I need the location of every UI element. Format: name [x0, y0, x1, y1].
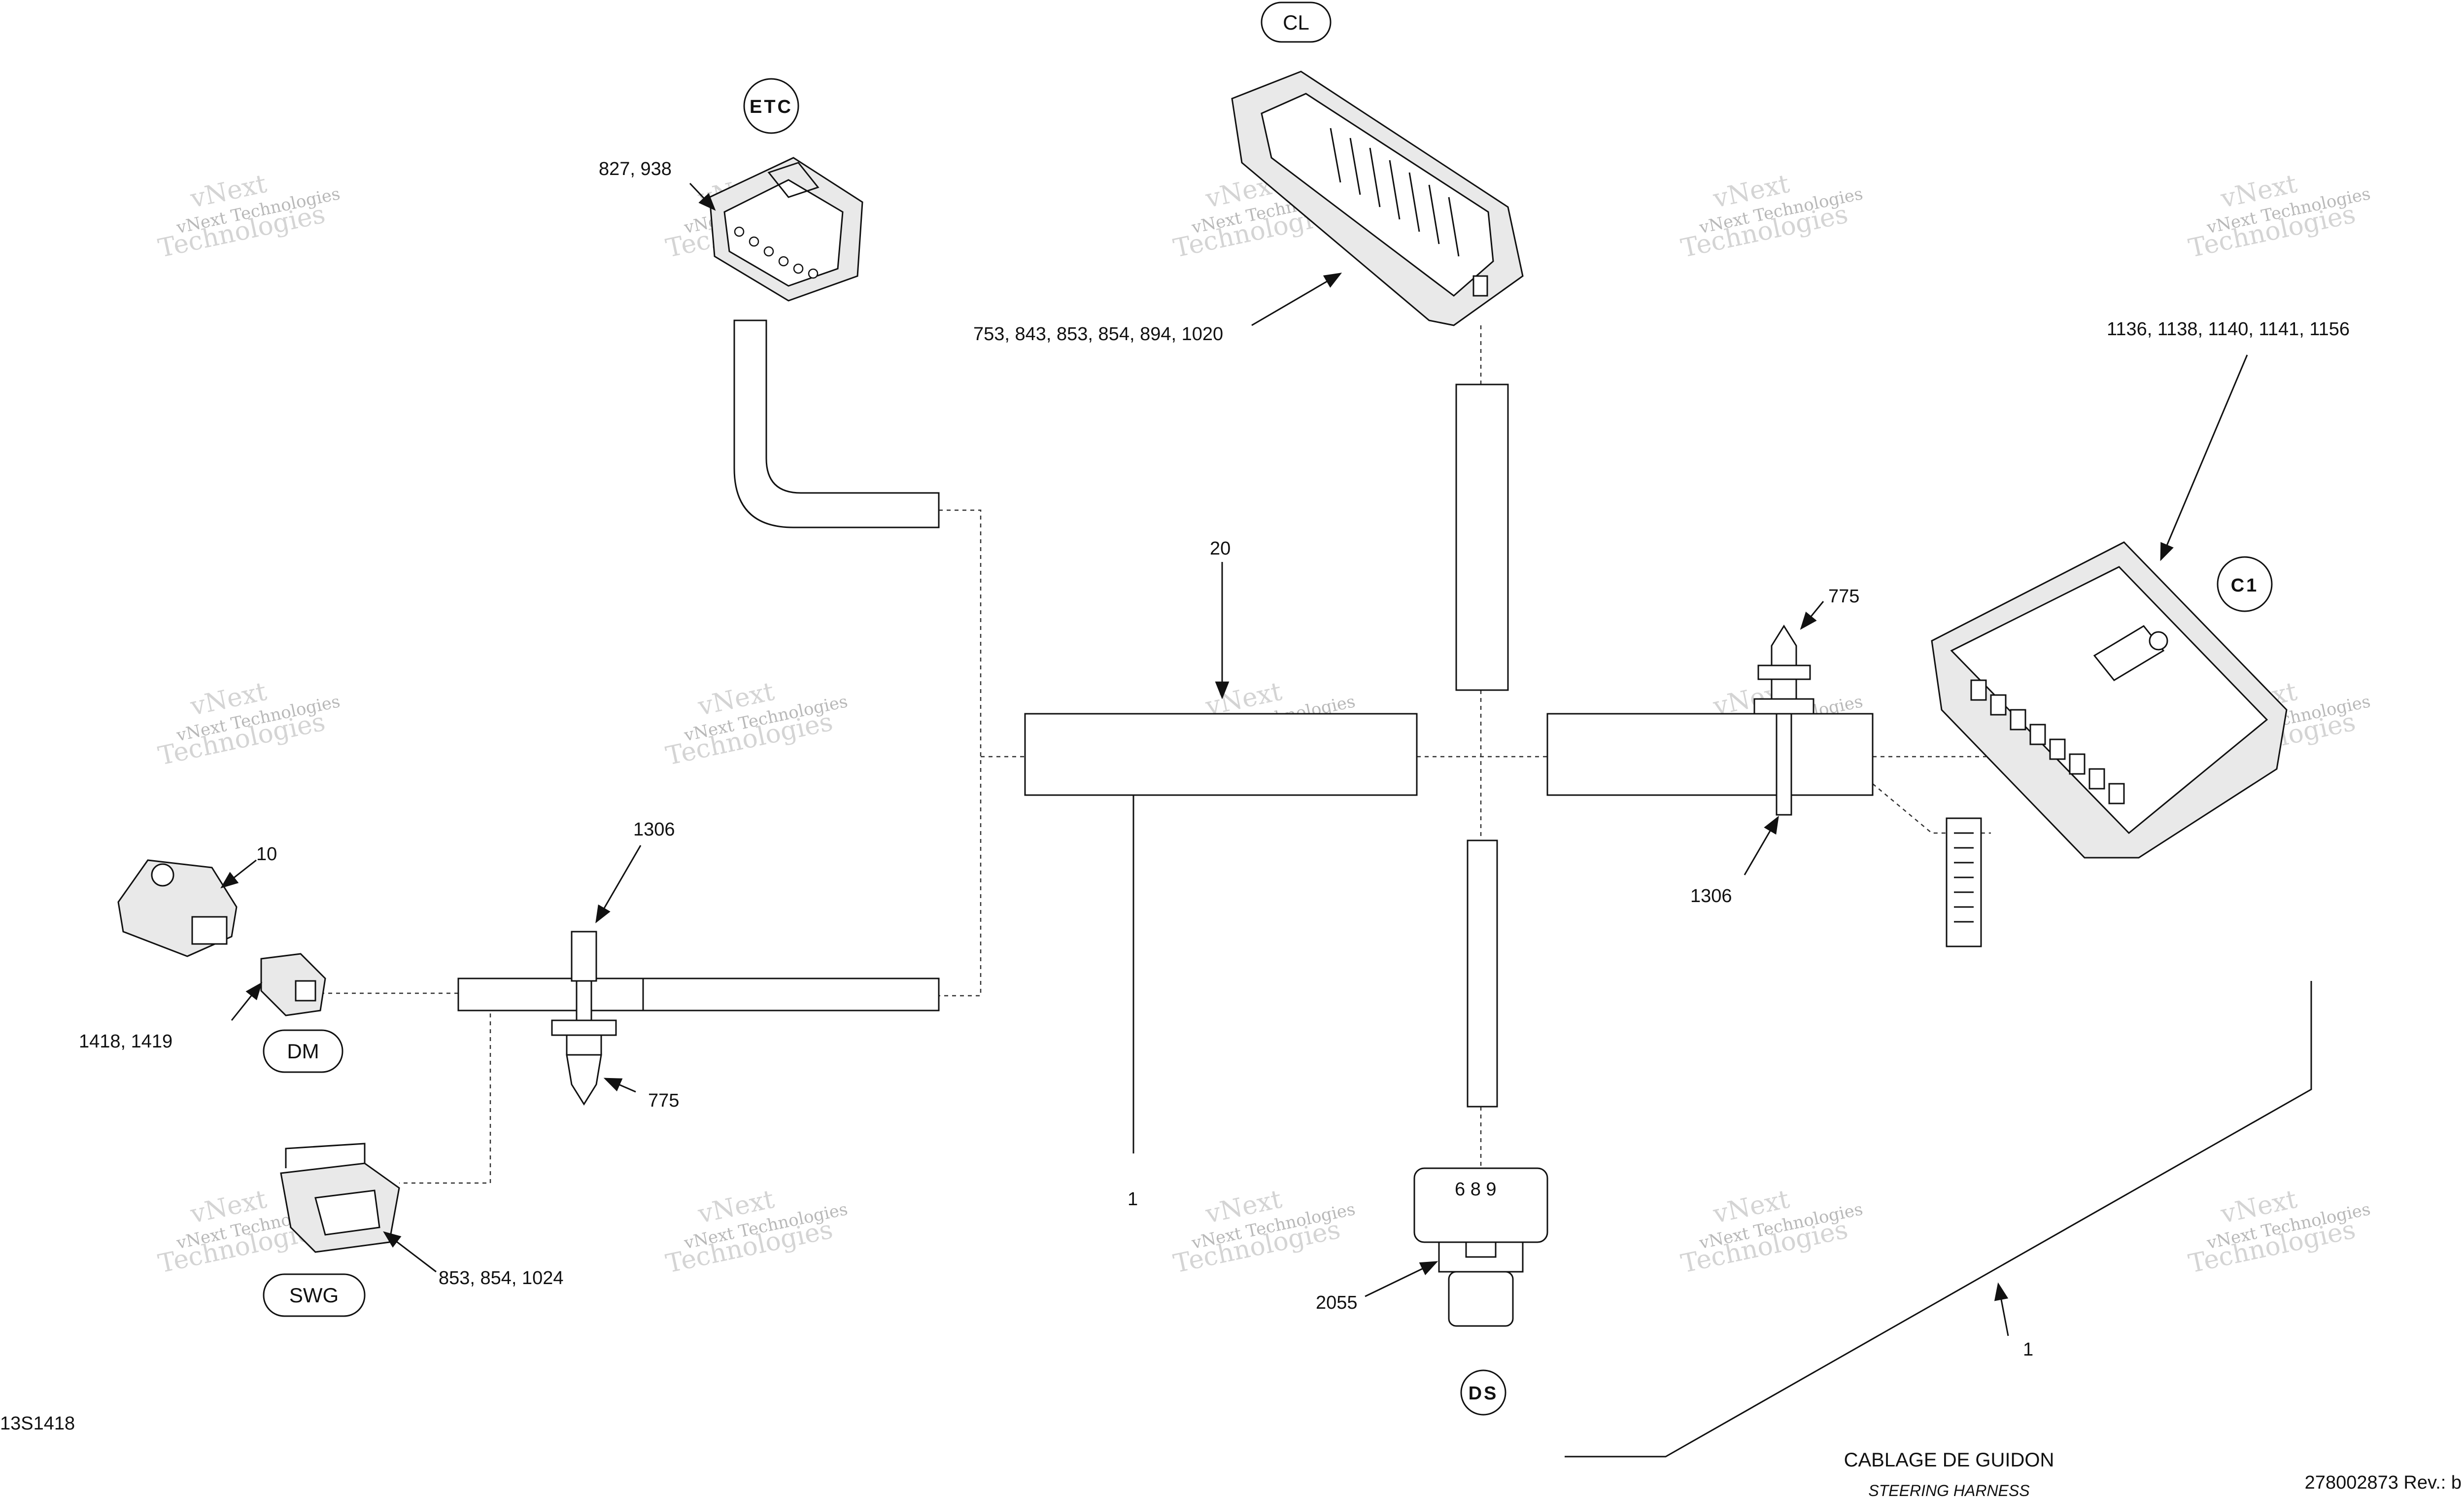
connector-tags: ETC CL C1 DM SWG DS — [263, 1, 2273, 1416]
ds-connector — [1413, 1167, 1548, 1327]
leader-arrows — [220, 182, 2248, 1336]
callout-harness-right: 1 — [2023, 1339, 2033, 1360]
callout-dm-plug: 1418, 1419 — [79, 1031, 172, 1052]
footer: 13S1418 CABLAGE DE GUIDON STEERING HARNE… — [0, 1413, 2462, 1499]
cl-connector — [1231, 70, 1524, 326]
right-sleeve — [1546, 713, 1874, 796]
callout-sleeve-20: 20 — [1210, 538, 1231, 559]
callout-clip-775-right: 775 — [1828, 586, 1859, 607]
title-french: CABLAGE DE GUIDON — [1844, 1449, 2054, 1471]
callout-cl-parts: 753, 843, 853, 854, 894, 1020 — [973, 324, 1223, 345]
etc-connector — [709, 157, 863, 302]
title-english: STEERING HARNESS — [1868, 1482, 2029, 1499]
callout-labels: 827, 938 753, 843, 853, 854, 894, 1020 1… — [79, 159, 2350, 1360]
dm-plug — [260, 953, 326, 1016]
tag-cl: CL — [1261, 1, 1332, 43]
callout-ds-part: 2055 — [1316, 1292, 1358, 1313]
callout-harness-center: 1 — [1128, 1189, 1138, 1210]
callout-swg-parts: 853, 854, 1024 — [439, 1268, 564, 1289]
tag-c1: C1 — [2217, 556, 2273, 612]
callout-clip-1306-left: 1306 — [633, 819, 675, 840]
callout-etc-parts: 827, 938 — [599, 159, 672, 179]
ds-pin-numbers: 6 8 9 — [1455, 1179, 1497, 1200]
tag-dm: DM — [263, 1029, 343, 1073]
etc-bent-tube — [733, 319, 940, 528]
callout-c1-parts: 1136, 1138, 1140, 1141, 1156 — [2107, 319, 2350, 340]
right-clip — [1753, 625, 1814, 816]
tag-c1-text: C1 — [2231, 575, 2259, 596]
tag-etc: ETC — [743, 78, 799, 134]
left-sleeve — [457, 977, 940, 1011]
callout-clip-1306-right: 1306 — [1690, 886, 1732, 906]
tag-ds-text: DS — [1469, 1383, 1499, 1404]
tag-cl-text: CL — [1283, 11, 1309, 34]
c1-connector — [1931, 541, 2288, 947]
callout-dm-sensor: 10 — [256, 844, 277, 865]
tag-swg-text: SWG — [289, 1284, 339, 1307]
connection-lines — [320, 325, 1991, 1184]
center-sleeve — [1024, 713, 1418, 1153]
document-number: 278002873 Rev.: b — [2305, 1472, 2462, 1493]
left-clip — [551, 931, 617, 1106]
dm-sensor — [117, 859, 238, 957]
tag-ds: DS — [1460, 1369, 1506, 1416]
figure-id: 13S1418 — [0, 1413, 75, 1434]
harness-outline — [1565, 981, 2312, 1458]
tag-dm-text: DM — [287, 1040, 319, 1063]
swg-connector — [280, 1143, 400, 1253]
callout-clip-775-left: 775 — [648, 1090, 679, 1111]
vertical-tubes — [1455, 383, 1509, 1108]
tag-swg: SWG — [263, 1273, 366, 1317]
tag-etc-text: ETC — [750, 97, 793, 117]
